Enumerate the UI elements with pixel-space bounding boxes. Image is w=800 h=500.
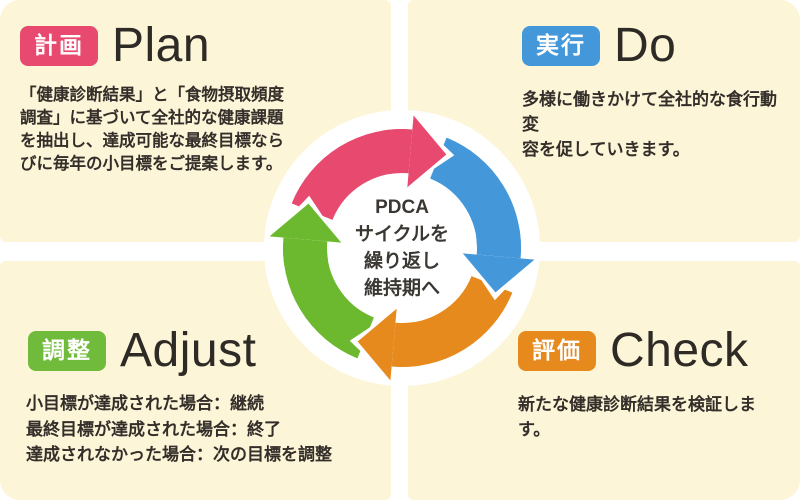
arrowhead-icon: [407, 115, 447, 188]
plan-description: 「健康診断結果」と「食物摂取頻度 調査」に基づいて全社的な健康課題 を抽出し、達…: [20, 84, 375, 176]
check-title: Check: [610, 324, 749, 377]
cycle-arrow-plan: [383, 111, 455, 191]
cycle-arrow-check: [349, 305, 421, 385]
pdca-cycle-diagram: [264, 110, 540, 386]
arrowhead-icon: [357, 308, 397, 381]
do-badge: 実行: [522, 26, 600, 66]
text-line: を抽出し、達成可能な最終目標なら: [20, 132, 284, 150]
plan-title: Plan: [112, 19, 211, 72]
text-line: 「健康診断結果」と「食物摂取頻度: [20, 86, 284, 104]
text-line: サイクルを: [354, 224, 450, 245]
text-line: 小目標が達成された場合：継続: [26, 394, 264, 413]
do-heading: 実行 Do: [522, 22, 784, 70]
text-line: 達成されなかった場合：次の目標を調整: [26, 445, 332, 464]
text-line: PDCA: [375, 197, 429, 218]
arc-stub: [283, 237, 329, 267]
do-description: 多様に働きかけて全社的な食行動変 容を促していきます。: [522, 87, 784, 162]
adjust-badge: 調整: [28, 331, 106, 371]
arc-stub: [391, 321, 421, 367]
plan-heading: 計画 Plan: [20, 22, 375, 70]
cycle-arrow-do: [459, 229, 539, 301]
arc-stub: [383, 129, 413, 175]
text-line: 調査」に基づいて全社的な健康課題: [20, 109, 284, 127]
adjust-heading: 調整 Adjust: [28, 327, 379, 375]
check-description: 新たな健康診断結果を検証します。: [518, 392, 788, 442]
check-badge: 評価: [518, 331, 596, 371]
check-heading: 評価 Check: [518, 327, 788, 375]
cycle-arrow-adjust: [265, 195, 345, 267]
do-title: Do: [614, 19, 677, 72]
text-line: 容を促していきます。: [522, 140, 690, 159]
arc-stub: [475, 229, 521, 259]
panel-plan: 計画 Plan 「健康診断結果」と「食物摂取頻度 調査」に基づいて全社的な健康課…: [0, 0, 391, 242]
text-line: 維持期へ: [363, 278, 440, 299]
text-line: びに毎年の小目標をご提案します。: [20, 155, 283, 173]
text-line: 新たな健康診断結果を検証します。: [518, 395, 756, 439]
adjust-description: 小目標が達成された場合：継続 最終目標が達成された場合：終了 達成されなかった場…: [26, 391, 379, 468]
plan-badge: 計画: [20, 26, 98, 66]
text-line: 最終目標が達成された場合：終了: [26, 419, 281, 439]
text-line: 繰り返し: [363, 251, 440, 272]
arrowhead-icon: [462, 253, 535, 293]
cycle-center-label: PDCA サイクルを 繰り返し 維持期へ: [322, 194, 482, 302]
text-line: 多様に働きかけて全社的な食行動変: [522, 90, 777, 134]
arrowhead-icon: [269, 203, 342, 243]
adjust-title: Adjust: [120, 324, 257, 377]
